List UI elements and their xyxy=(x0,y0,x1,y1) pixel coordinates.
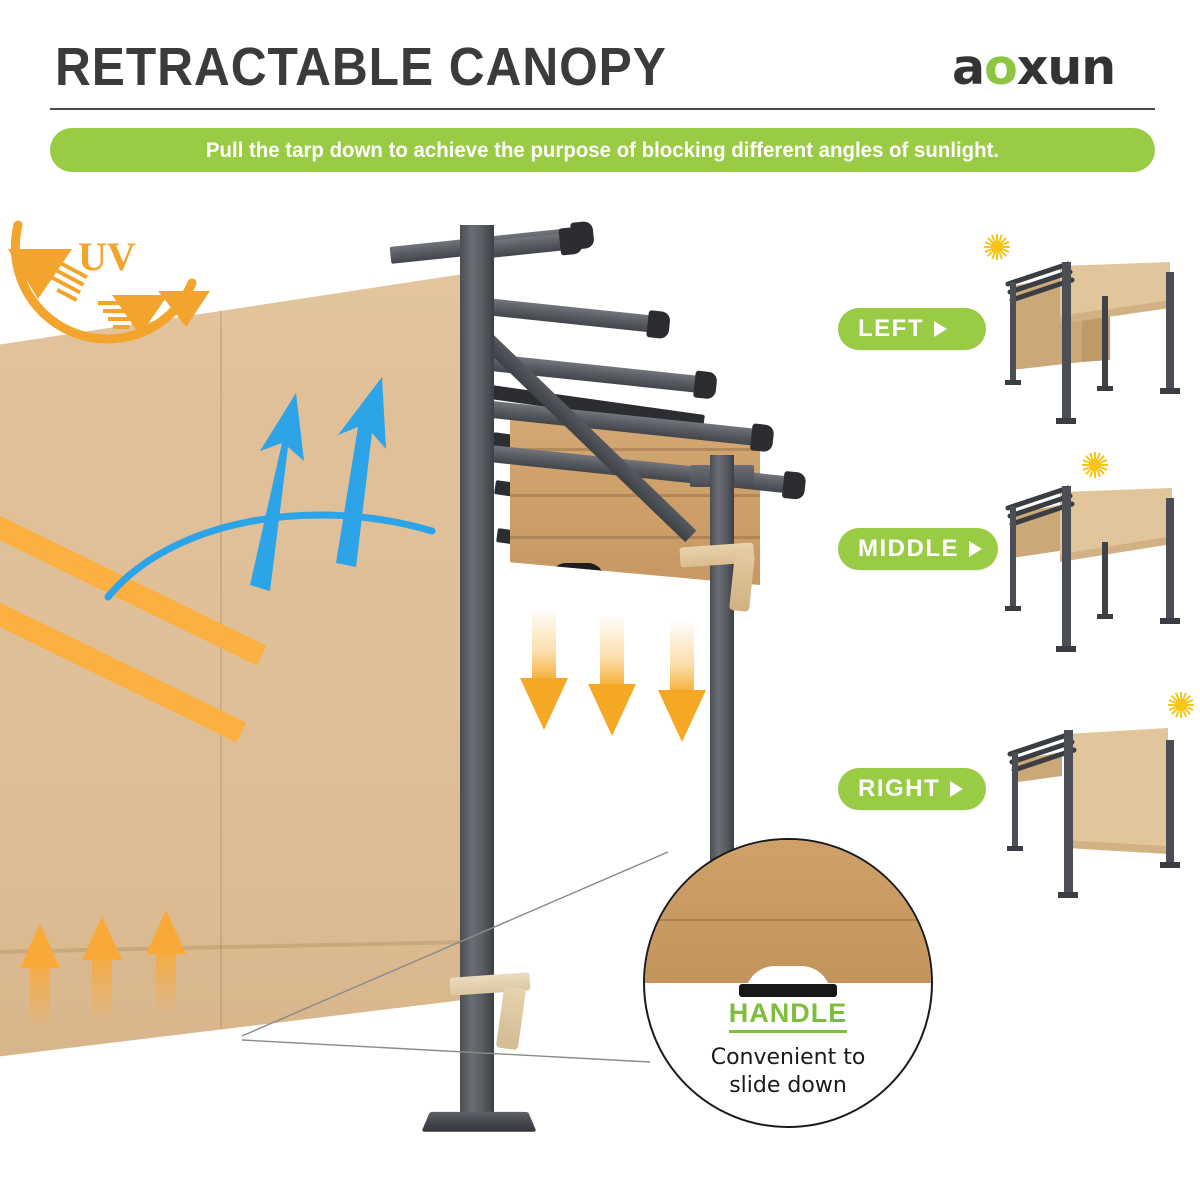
deflection-arc xyxy=(104,511,436,601)
mini-pergola-middle xyxy=(990,452,1195,658)
subtitle-text: Pull the tarp down to achieve the purpos… xyxy=(205,137,1000,162)
up-arrow-1 xyxy=(20,924,60,1024)
play-arrow-icon xyxy=(969,541,982,557)
play-arrow-icon xyxy=(950,781,964,797)
fabric-crease xyxy=(645,918,931,921)
handle-callout-title: HANDLE xyxy=(645,998,931,1033)
handle-callout-title-text: HANDLE xyxy=(728,998,848,1033)
mini-pergola-right xyxy=(990,692,1195,898)
logo-accent-letter: o xyxy=(984,39,1018,96)
up-arrow-shaft xyxy=(156,952,176,1010)
badge-left[interactable]: LEFT xyxy=(838,308,986,350)
handle-callout-circle: HANDLE Convenient to slide down xyxy=(643,838,933,1128)
up-arrow-3 xyxy=(146,910,186,1010)
deflection-arrow-1 xyxy=(250,393,304,591)
header-divider xyxy=(50,108,1155,110)
header: RETRACTABLE CANOPY aoxun Pull the tarp d… xyxy=(0,0,1200,185)
down-arrow-shaft xyxy=(532,610,556,682)
mini-pergola-svg-left xyxy=(1005,261,1180,424)
down-arrow-shaft xyxy=(670,622,694,694)
brand-logo: aoxun xyxy=(952,38,1152,100)
position-panels: LEFT xyxy=(830,185,1200,1200)
badge-middle-label: MIDDLE xyxy=(858,535,959,562)
logo-suffix: xun xyxy=(1016,39,1116,96)
fabric-strap-lower-tail xyxy=(495,985,527,1051)
handle-callout-subtitle-line1: Convenient to xyxy=(710,1045,866,1070)
logo-prefix: a xyxy=(952,39,985,96)
panel-right: RIGHT xyxy=(830,690,1200,920)
badge-right-label: RIGHT xyxy=(858,775,941,802)
up-arrow-head xyxy=(146,910,186,954)
uv-arc-svg xyxy=(8,220,210,344)
page-title: RETRACTABLE CANOPY xyxy=(55,37,667,97)
up-arrow-head xyxy=(82,916,122,960)
pergola-base-plate xyxy=(421,1111,537,1132)
fabric-fold xyxy=(510,535,760,539)
handle-callout-fabric xyxy=(645,840,931,983)
down-arrow-2 xyxy=(588,616,636,736)
handle-callout: HANDLE Convenient to slide down xyxy=(643,838,933,1128)
mini-pergola-svg-right xyxy=(1007,728,1180,898)
badge-middle[interactable]: MIDDLE xyxy=(838,528,998,570)
fabric-fold xyxy=(510,493,760,497)
up-arrow-2 xyxy=(82,916,122,1016)
down-arrow-3 xyxy=(658,622,706,742)
up-arrow-shaft xyxy=(92,958,112,1016)
down-arrow-head xyxy=(588,684,636,736)
pergola-rafter-2 xyxy=(485,298,657,333)
down-arrow-shaft xyxy=(600,616,624,688)
sun-icon xyxy=(984,234,1010,260)
handle-bar[interactable] xyxy=(739,983,837,997)
up-arrow-head xyxy=(20,924,60,968)
up-arrow-shaft xyxy=(30,966,50,1024)
mini-pergola-left xyxy=(984,234,1195,438)
subtitle-banner: Pull the tarp down to achieve the purpos… xyxy=(50,128,1155,172)
upward-airflow-arrows xyxy=(20,910,230,1024)
panel-middle: MIDDLE xyxy=(830,450,1200,680)
handle-callout-subtitle-line2: slide down xyxy=(729,1073,847,1098)
logo-text: aoxun xyxy=(952,38,1152,98)
canopy-handle[interactable] xyxy=(550,563,604,579)
downward-airflow-arrows xyxy=(520,610,730,742)
uv-deflection-graphic xyxy=(104,377,436,601)
panel-left: LEFT xyxy=(830,230,1200,460)
down-arrow-head xyxy=(658,690,706,742)
down-arrow-head xyxy=(520,678,568,730)
fabric-fold xyxy=(510,448,760,452)
badge-right[interactable]: RIGHT xyxy=(838,768,986,810)
uv-label: UV xyxy=(78,234,136,279)
uv-icon: UV xyxy=(0,207,210,347)
deflection-arrow-2 xyxy=(336,377,386,567)
mini-pergola-svg-middle xyxy=(1005,485,1180,652)
sun-icon xyxy=(1168,692,1194,718)
down-arrow-1 xyxy=(520,610,568,730)
play-arrow-icon xyxy=(934,321,947,337)
sun-icon xyxy=(1082,452,1108,478)
handle-callout-subtitle: Convenient to slide down xyxy=(645,1044,931,1100)
badge-left-label: LEFT xyxy=(858,315,924,342)
